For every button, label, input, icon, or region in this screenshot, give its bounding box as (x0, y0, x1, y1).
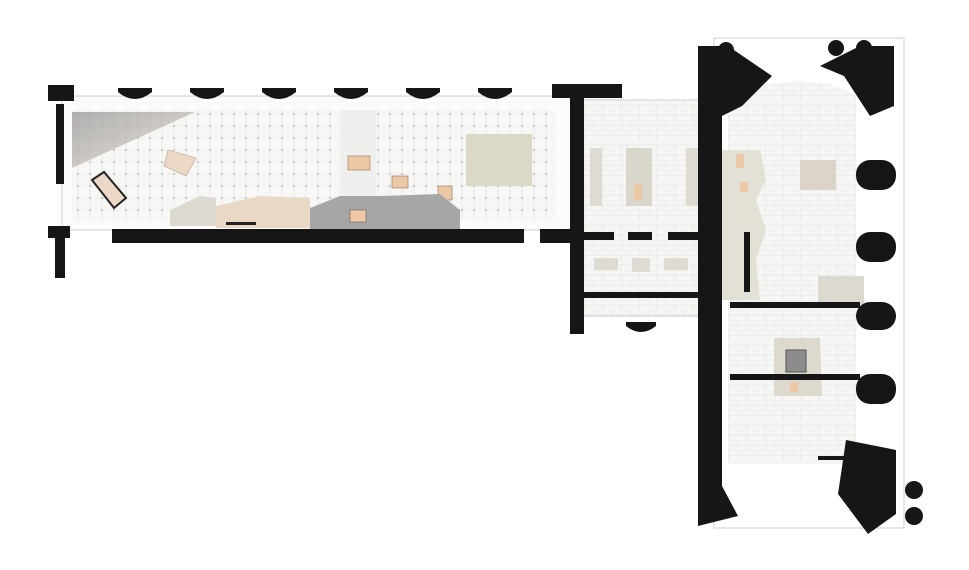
central-exhibit (785, 349, 807, 373)
right-wing-walls (698, 40, 923, 534)
display-table (594, 258, 618, 270)
wall-case (686, 148, 698, 206)
display-table (664, 258, 688, 270)
exhibit-object (634, 184, 642, 200)
wall-case (590, 148, 602, 206)
exhibit-zone (818, 276, 864, 304)
exhibit-zone (170, 196, 216, 226)
exhibit-zone (712, 150, 766, 300)
central-hall-walls (570, 84, 700, 334)
left-gallery-wing (48, 84, 622, 278)
central-hall-floor (581, 99, 701, 317)
exhibit-object (347, 155, 371, 171)
exhibit-object (736, 154, 744, 168)
exhibit-object (740, 182, 748, 192)
platform-exhibit (800, 160, 836, 190)
exhibit-object (790, 382, 798, 392)
exhibit-panel (163, 149, 197, 177)
bench (226, 222, 256, 225)
exhibit-object (349, 209, 367, 223)
projection-area (72, 112, 195, 168)
display-case (90, 170, 128, 210)
exhibit-object (391, 175, 409, 189)
exhibit-zone (216, 196, 310, 228)
exhibit-zone-gray (310, 194, 460, 230)
right-chapel-wing (698, 37, 923, 534)
south-wall (48, 226, 590, 278)
platform-exhibit (466, 134, 532, 186)
central-hall (570, 84, 701, 334)
north-wall-piers (48, 84, 622, 184)
display-table (632, 258, 650, 272)
